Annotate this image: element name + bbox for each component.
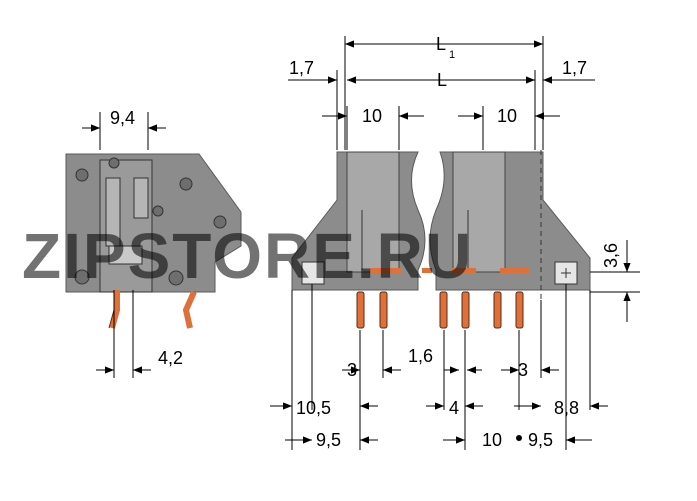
side-hole-top	[108, 157, 120, 169]
side-hole-bottom-right	[168, 270, 184, 286]
side-hole-right	[213, 215, 227, 229]
dimension-labels: 9,4 4,2 1,7 1,7 L 1 L 10 10 3,6 3 1,6 3 …	[110, 34, 621, 450]
dim-edge-right: 1,7	[562, 58, 587, 78]
side-hole-top-left	[75, 168, 89, 182]
front-slot-left	[346, 151, 400, 273]
dim-pin-pitch-small: 4	[449, 398, 459, 418]
side-hole-bottom-left	[74, 269, 90, 285]
dim-pin-offset-left: 3	[347, 360, 357, 380]
side-lever-head	[108, 245, 143, 265]
front-square-left	[301, 261, 325, 285]
front-slot-right	[452, 151, 506, 273]
watermark-text: ZIPSTORE.RU	[22, 220, 473, 292]
dim-side-pin: 4,2	[158, 348, 183, 368]
front-pin	[461, 291, 470, 329]
side-hole-small	[152, 205, 164, 217]
dim-pitch-right: 10	[497, 106, 517, 126]
side-pin-right	[182, 290, 197, 329]
dim-bottom-right: 9,5	[528, 430, 553, 450]
dim-edge-left: 1,7	[289, 58, 314, 78]
dim-pitch-left: 10	[362, 106, 382, 126]
front-pin	[439, 291, 448, 329]
front-contact-2	[452, 268, 476, 273]
front-pins	[356, 291, 524, 329]
dimension-lines	[82, 36, 640, 450]
watermark: ZIPSTORE.RU	[22, 220, 473, 292]
dim-left-offset: 10,5	[296, 398, 331, 418]
side-hole-mid	[179, 177, 193, 191]
side-lever-arm	[133, 177, 149, 219]
front-contact-3	[500, 268, 530, 273]
front-pin	[493, 291, 502, 329]
dim-bottom-left: 9,5	[316, 430, 341, 450]
dim-bottom-pitch: 10	[482, 430, 502, 450]
front-contact-1	[370, 268, 402, 273]
dim-right-offset: 8,8	[554, 398, 579, 418]
front-pin	[379, 291, 388, 329]
front-view	[291, 150, 591, 329]
dim-pin-offset-right: 3	[518, 360, 528, 380]
dim-dot	[516, 435, 522, 441]
dim-side-width: 9,4	[110, 108, 135, 128]
dim-length: L	[437, 70, 447, 90]
front-pin	[515, 291, 524, 329]
dim-height: 3,6	[601, 243, 621, 268]
front-pin	[356, 291, 365, 329]
dim-length-subscript: 1	[449, 49, 455, 61]
front-contact-4	[422, 268, 432, 273]
dim-pin-spacing: 1,6	[408, 346, 433, 366]
dim-length-total: L	[436, 34, 446, 54]
